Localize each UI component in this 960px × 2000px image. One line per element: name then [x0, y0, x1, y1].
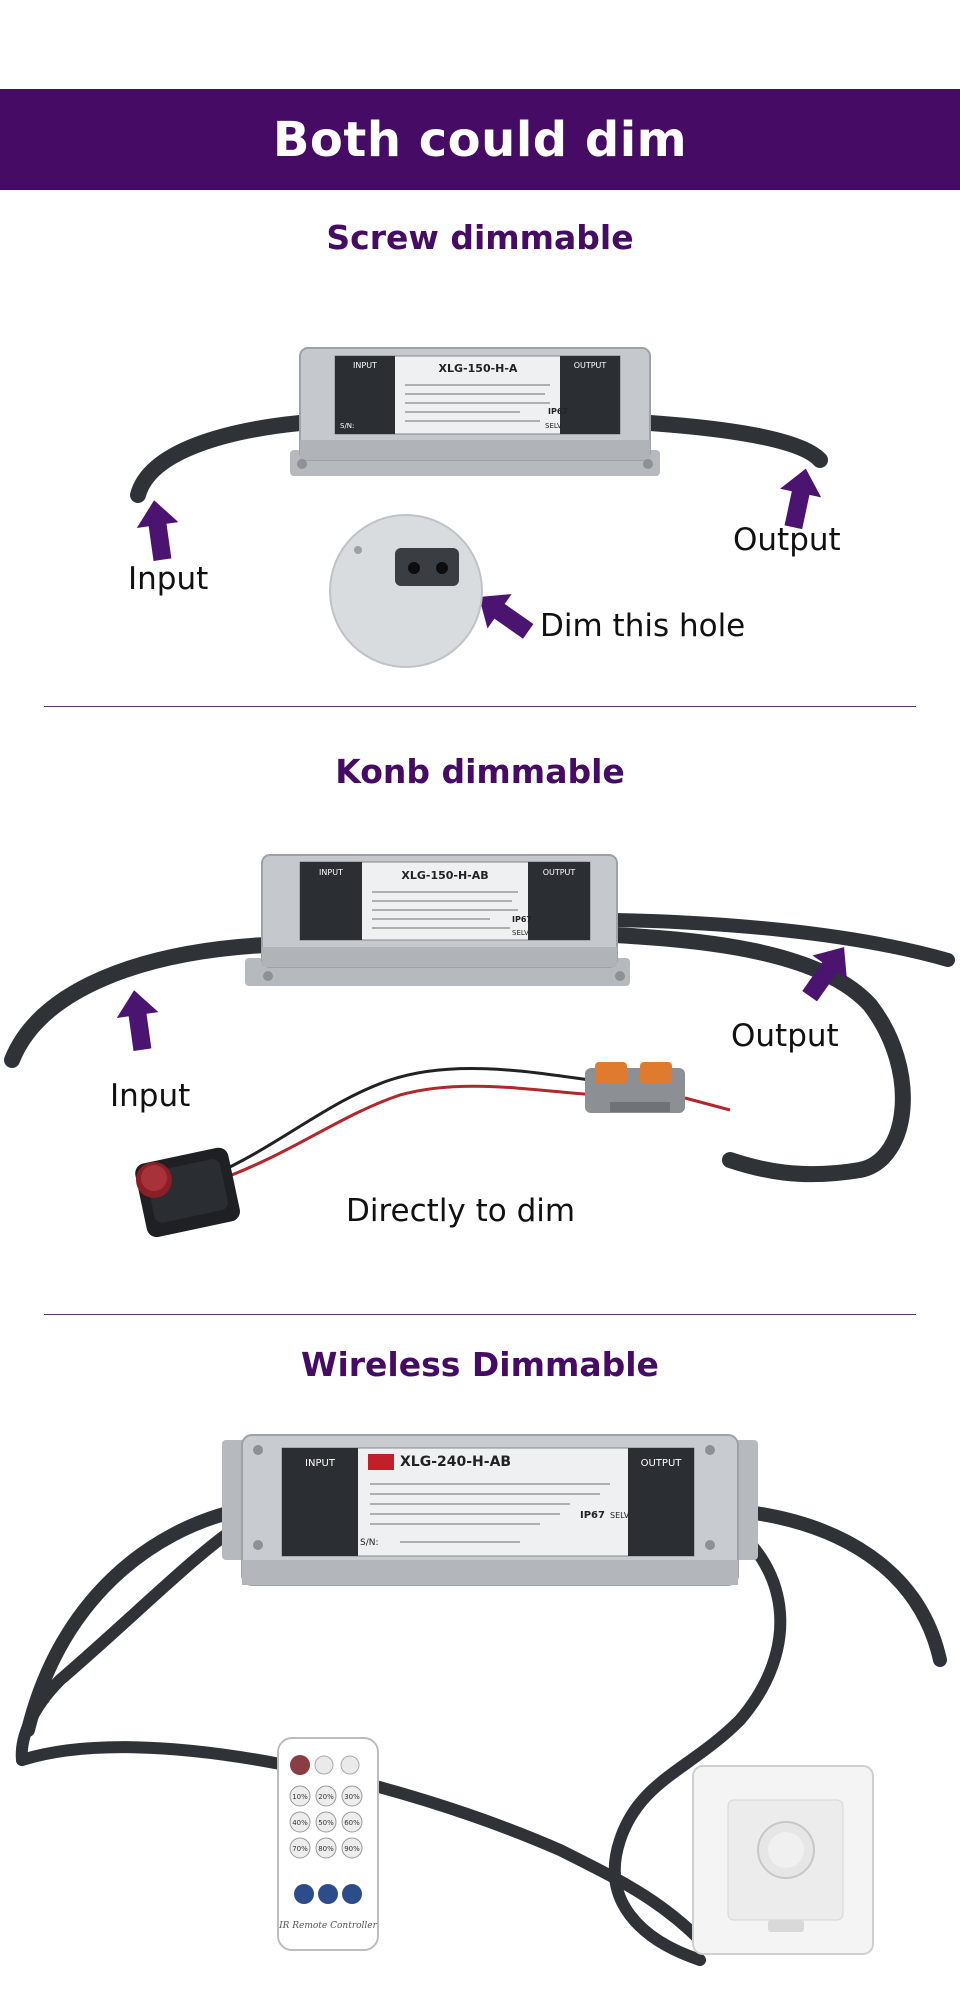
knob-dimmer	[135, 1147, 240, 1238]
input-arrow	[116, 990, 159, 1051]
divider-1	[44, 706, 916, 707]
driver-selv-text: SELV	[545, 422, 562, 430]
output-label-screw: Output	[733, 522, 841, 558]
dimmer-wire-black	[212, 1066, 591, 1177]
output-arrow	[780, 468, 822, 530]
remote-button-label: 70%	[292, 1845, 308, 1853]
dimmer-wire-red	[212, 1084, 596, 1184]
remote-button	[289, 1837, 311, 1859]
input-cable-3	[16, 1741, 706, 1946]
driver-selv-text: SELV	[610, 1511, 630, 1520]
remote-button	[341, 1837, 363, 1859]
driver-ip-rating: IP67	[548, 407, 568, 416]
remote-button-label: 30%	[344, 1793, 360, 1801]
remote-button	[341, 1811, 363, 1833]
driver-sn-text: S/N:	[360, 1538, 379, 1548]
brand-logo	[368, 1454, 394, 1470]
screw-dimmable-illustration: INPUT OUTPUT XLG-150-H-A IP67 SELV S/N:	[130, 347, 828, 668]
remote-button-label: 80%	[318, 1845, 334, 1853]
remote-button-label: 90%	[344, 1845, 360, 1853]
driver-ip-rating: IP67	[580, 1510, 605, 1521]
wireless-dimmable-illustration: INPUT OUTPUT XLG-240-H-AB IP67 SELV S/N:…	[15, 1434, 947, 1966]
remote-button	[315, 1837, 337, 1859]
input-label-knob: Input	[110, 1078, 191, 1114]
driver-housing: INPUT OUTPUT XLG-150-H-A IP67 SELV S/N:	[290, 347, 660, 476]
driver-output-text: OUTPUT	[574, 361, 607, 370]
input-cable-2	[15, 1519, 246, 1766]
output-label-knob: Output	[731, 1018, 839, 1054]
output-arrow	[802, 947, 847, 1002]
driver-input-text: INPUT	[353, 361, 377, 370]
section-title-knob: Konb dimmable	[335, 752, 625, 791]
wall-dimmer	[692, 1765, 874, 1955]
driver-output-text: OUTPUT	[543, 868, 576, 877]
output-cable-2	[607, 927, 911, 1183]
banner-title: Both could dim	[272, 111, 688, 168]
driver-housing: INPUT OUTPUT XLG-240-H-AB IP67 SELV S/N:	[222, 1434, 758, 1586]
divider-2	[44, 1314, 916, 1315]
remote-button-label: 50%	[318, 1819, 334, 1827]
driver-sn-text: S/N:	[340, 422, 354, 430]
input-cable	[130, 415, 308, 503]
remote-button	[315, 1785, 337, 1807]
remote-button	[289, 1811, 311, 1833]
hole-arrow	[479, 594, 534, 639]
remote-label: IR Remote Controller	[278, 1921, 378, 1931]
driver-ip-rating: IP67	[512, 915, 532, 924]
knob-dimmable-illustration: INPUT OUTPUT XLG-150-H-AB IP67 SELV	[4, 854, 955, 1238]
driver-model-text: XLG-240-H-AB	[400, 1454, 511, 1470]
output-cable-2	[608, 1519, 787, 1966]
remote-button	[315, 1811, 337, 1833]
knob-label: Directly to dim	[346, 1193, 576, 1229]
remote-button	[289, 1785, 311, 1807]
remote-button-label: 60%	[344, 1819, 360, 1827]
section-title-screw: Screw dimmable	[326, 218, 634, 257]
dim-hole-closeup	[329, 514, 483, 668]
driver-output-text: OUTPUT	[641, 1458, 683, 1469]
driver-model-text: XLG-150-H-A	[439, 362, 518, 375]
input-cable	[4, 937, 273, 1068]
output-cable	[642, 415, 828, 468]
driver-input-text: INPUT	[305, 1458, 336, 1469]
input-label-screw: Input	[128, 561, 209, 597]
ir-remote: 10% 20% 30% 40% 50% 60% 70% 80% 90% IR Remote Co…	[277, 1737, 379, 1951]
remote-button-label: 40%	[292, 1819, 308, 1827]
lever-connector	[585, 1062, 685, 1113]
hole-label: Dim this hole	[540, 608, 746, 644]
driver-input-text: INPUT	[319, 868, 343, 877]
driver-selv-text: SELV	[512, 929, 529, 937]
output-cable-1	[608, 913, 955, 967]
section-title-wireless: Wireless Dimmable	[301, 1345, 659, 1384]
input-cable-1	[21, 1503, 247, 1737]
dim-hole	[395, 548, 459, 586]
remote-button	[341, 1785, 363, 1807]
remote-button-label: 20%	[318, 1793, 334, 1801]
driver-housing: INPUT OUTPUT XLG-150-H-AB IP67 SELV	[245, 854, 630, 986]
header-banner: Both could dim	[0, 89, 960, 190]
driver-model-text: XLG-150-H-AB	[401, 869, 488, 882]
output-cable-1	[723, 1503, 947, 1667]
remote-button-label: 10%	[292, 1793, 308, 1801]
input-arrow	[136, 500, 179, 561]
